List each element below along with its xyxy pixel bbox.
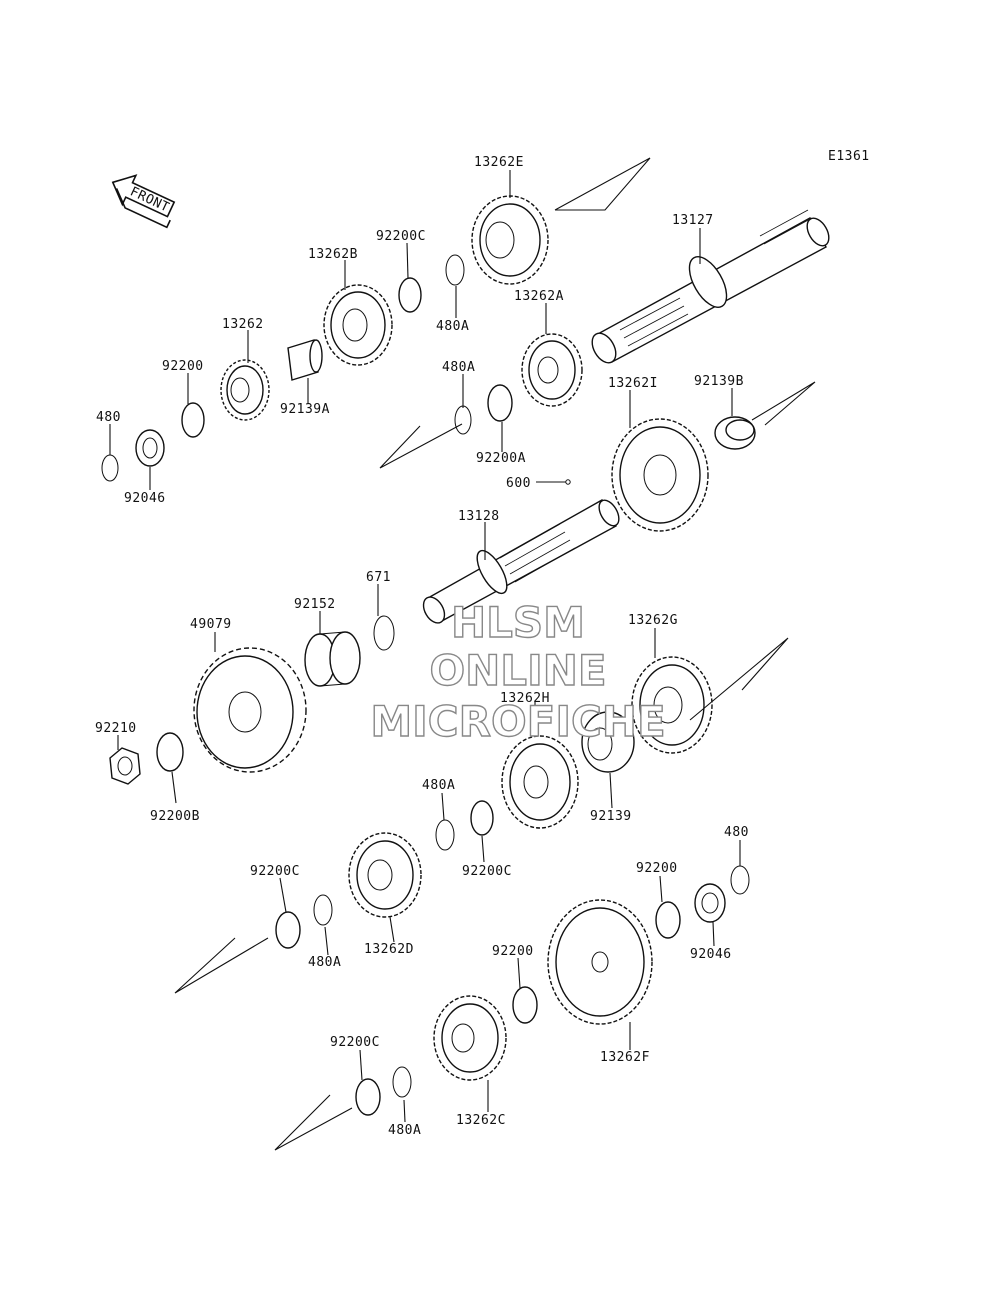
bearing-92139: [581, 711, 635, 773]
bearing-92152: [304, 631, 361, 687]
label-13127: 13127: [672, 213, 714, 228]
label-13262d: 13262D: [364, 942, 414, 957]
label-13128: 13128: [458, 509, 500, 524]
counter-shaft: [422, 499, 620, 624]
gear-13262g: [631, 656, 713, 754]
label-13262a: 13262A: [514, 289, 564, 304]
label-480-b: 480: [724, 825, 749, 840]
label-13262c: 13262C: [456, 1113, 506, 1128]
label-92046-b: 92046: [690, 947, 732, 962]
label-13262: 13262: [222, 317, 264, 332]
label-92200c-c: 92200C: [250, 864, 300, 879]
label-480a-c: 480A: [422, 778, 455, 793]
gear-13262h: [501, 735, 579, 829]
gear-49079: [193, 647, 307, 773]
watermark-line2: ONLINE: [429, 646, 606, 695]
gear-13262d: [348, 832, 422, 918]
label-480a-e: 480A: [388, 1123, 421, 1138]
gear-13262: [220, 359, 270, 421]
label-92210: 92210: [95, 721, 137, 736]
label-49079: 49079: [190, 617, 232, 632]
label-480a-a: 480A: [436, 319, 469, 334]
label-92152: 92152: [294, 597, 336, 612]
assembly-guide-lines: [174, 157, 816, 1151]
watermark: HLSM ONLINE MICROFICHE: [370, 597, 667, 746]
label-600: 600: [506, 476, 531, 491]
label-671: 671: [366, 570, 391, 585]
label-13262h: 13262H: [500, 691, 550, 706]
diagram-code: E1361: [828, 149, 870, 164]
label-13262f: 13262F: [600, 1050, 650, 1065]
label-92200-a: 92200: [162, 359, 204, 374]
main-shaft: [591, 209, 830, 364]
label-92200c-b: 92200C: [462, 864, 512, 879]
gear-13262b: [323, 284, 393, 366]
watermark-line1: HLSM: [451, 598, 585, 647]
label-480-a: 480: [96, 410, 121, 425]
label-13262b: 13262B: [308, 247, 358, 262]
label-92139b: 92139B: [694, 374, 744, 389]
gear-13262c: [433, 995, 507, 1081]
bearing-92139a: [287, 339, 323, 381]
label-92200c-a: 92200C: [376, 229, 426, 244]
bearing-92139b: [714, 416, 756, 450]
bearing-92046-bottom: [694, 883, 726, 923]
front-arrow-icon: FRONT: [111, 174, 176, 229]
gear-13262e: [471, 195, 549, 285]
gear-13262i: [611, 418, 709, 532]
part-labels: 13262E 13127 92200C 13262B 480A 13262 13…: [95, 155, 749, 1138]
label-13262i: 13262I: [608, 376, 658, 391]
gear-13262a: [521, 333, 583, 407]
label-92200-c: 92200: [492, 944, 534, 959]
leader-lines: [109, 170, 741, 1123]
washers-and-circlips: [101, 254, 750, 1116]
label-92200a: 92200A: [476, 451, 526, 466]
label-92200-b: 92200: [636, 861, 678, 876]
front-label: FRONT: [128, 184, 172, 215]
label-92200c-d: 92200C: [330, 1035, 380, 1050]
label-92046-a: 92046: [124, 491, 166, 506]
bearing-92046-top: [135, 429, 165, 467]
label-13262e: 13262E: [474, 155, 524, 170]
watermark-line3: MICROFICHE: [370, 697, 665, 746]
gear-13262f: [547, 899, 653, 1025]
label-92139a: 92139A: [280, 402, 330, 417]
label-92139: 92139: [590, 809, 632, 824]
nut-92210: [109, 747, 141, 785]
label-480a-b: 480A: [442, 360, 475, 375]
label-480a-d: 480A: [308, 955, 341, 970]
label-92200b: 92200B: [150, 809, 200, 824]
label-13262g: 13262G: [628, 613, 678, 628]
